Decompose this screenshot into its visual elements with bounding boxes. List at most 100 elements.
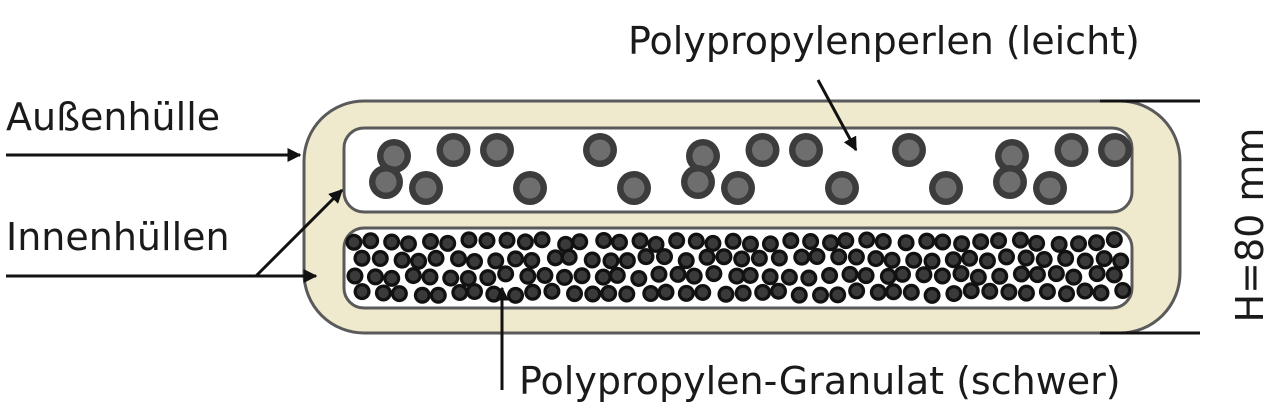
granulate-bead — [1028, 234, 1046, 252]
bead-light — [745, 133, 780, 167]
granulate-bead — [451, 284, 469, 302]
granulate-bead — [793, 248, 811, 266]
bead-light — [1098, 133, 1132, 167]
label-height: H=80 mm — [1228, 127, 1272, 323]
granulate-bead — [915, 266, 933, 284]
granulate-bead — [478, 232, 496, 250]
granulate-bead — [427, 249, 445, 267]
granulate-bead — [934, 233, 952, 251]
granulate-bead — [770, 249, 788, 267]
granulate-bead — [487, 252, 505, 270]
granulate-bead — [533, 231, 551, 249]
granulate-bead — [770, 282, 788, 300]
granulate-bead — [669, 265, 687, 283]
bead-light — [721, 171, 755, 205]
granulate-bead — [694, 283, 712, 301]
granulate-bead — [630, 269, 648, 287]
granulate-bead — [837, 232, 855, 250]
granulate-bead — [981, 282, 999, 300]
granulate-bead — [905, 251, 923, 269]
granulate-bead — [560, 248, 578, 266]
granulate-bead — [883, 251, 901, 269]
granulate-bead — [879, 267, 897, 285]
granulate-bead — [685, 267, 703, 285]
granulate-bead — [741, 235, 759, 253]
granulate-bead — [1050, 235, 1068, 253]
granulate-bead — [618, 285, 636, 303]
granulate-bead — [1028, 266, 1046, 284]
bead-light — [369, 165, 403, 199]
granulate-bead — [733, 250, 751, 268]
granulate-bead — [536, 266, 554, 284]
granulate-bead — [399, 235, 417, 253]
granulate-bead — [608, 266, 626, 284]
granulate-bead — [410, 252, 428, 270]
granulate-bead — [507, 250, 525, 268]
granulate-bead — [761, 235, 779, 253]
granulate-bead — [897, 234, 915, 252]
granulate-bead — [952, 265, 970, 283]
granulate-bead — [611, 233, 629, 251]
granulate-bead — [573, 267, 591, 285]
granulate-bead — [754, 283, 772, 301]
granulate-bead — [857, 267, 875, 285]
granulate-bead — [677, 284, 695, 302]
granulate-bead — [802, 233, 820, 251]
bead-light — [681, 165, 715, 199]
granulate-bead — [1017, 284, 1035, 302]
granulate-bead — [460, 231, 478, 249]
granulate-bead — [1017, 249, 1035, 267]
granulate-bead — [1012, 265, 1030, 283]
granulate-bead — [1105, 266, 1123, 284]
granulate-bead — [841, 265, 859, 283]
granulate-bead — [450, 250, 468, 268]
granulate-bead — [750, 249, 768, 267]
granulate-bead — [1105, 231, 1123, 249]
granulate-bead — [507, 286, 525, 304]
granulate-bead — [353, 283, 371, 301]
granulate-bead — [404, 267, 422, 285]
granulate-bead — [1058, 285, 1076, 303]
granulate-bead — [847, 248, 865, 266]
granulate-bead — [858, 231, 876, 249]
granulate-bead — [516, 233, 534, 251]
bead-light — [995, 139, 1029, 173]
bead-light — [480, 133, 514, 167]
granulate-bead — [704, 234, 722, 252]
beads-pointer-arrow — [816, 79, 858, 152]
granulate-bead — [557, 235, 575, 253]
granulate-bead — [393, 251, 411, 269]
granulate-bead — [1112, 252, 1130, 270]
granulate-bead — [600, 284, 618, 302]
inner-shell-arrow-diagonal — [254, 188, 344, 278]
granulate-bead — [1057, 249, 1075, 267]
granulate-bead — [761, 268, 779, 286]
granulate-bead — [383, 233, 401, 251]
granulate-bead — [523, 251, 541, 269]
granulate-bead — [383, 269, 401, 287]
granulate-bead — [944, 251, 962, 269]
granulate-bead — [650, 265, 668, 283]
bead-light — [789, 133, 823, 167]
granulate-bead — [594, 268, 612, 286]
granulate-bead — [812, 286, 830, 304]
granulate-bead — [543, 282, 561, 300]
granulate-bead — [1065, 268, 1083, 286]
granulate-bead — [724, 232, 742, 250]
granulate-bead — [821, 266, 839, 284]
granulate-bead — [969, 268, 987, 286]
granulate-bead — [808, 248, 826, 266]
granulate-bead — [961, 249, 979, 267]
granulate-bead — [790, 286, 808, 304]
granulate-bead — [429, 286, 447, 304]
bead-light — [1033, 171, 1067, 205]
granulate-bead — [848, 282, 866, 300]
granulate-bead — [867, 250, 885, 268]
granulate-bead — [485, 285, 503, 303]
granulate-bead — [413, 286, 431, 304]
granulate-bead — [902, 283, 920, 301]
granulate-bead — [366, 268, 384, 286]
bead-light — [513, 171, 547, 205]
granulate-bead — [571, 233, 589, 251]
